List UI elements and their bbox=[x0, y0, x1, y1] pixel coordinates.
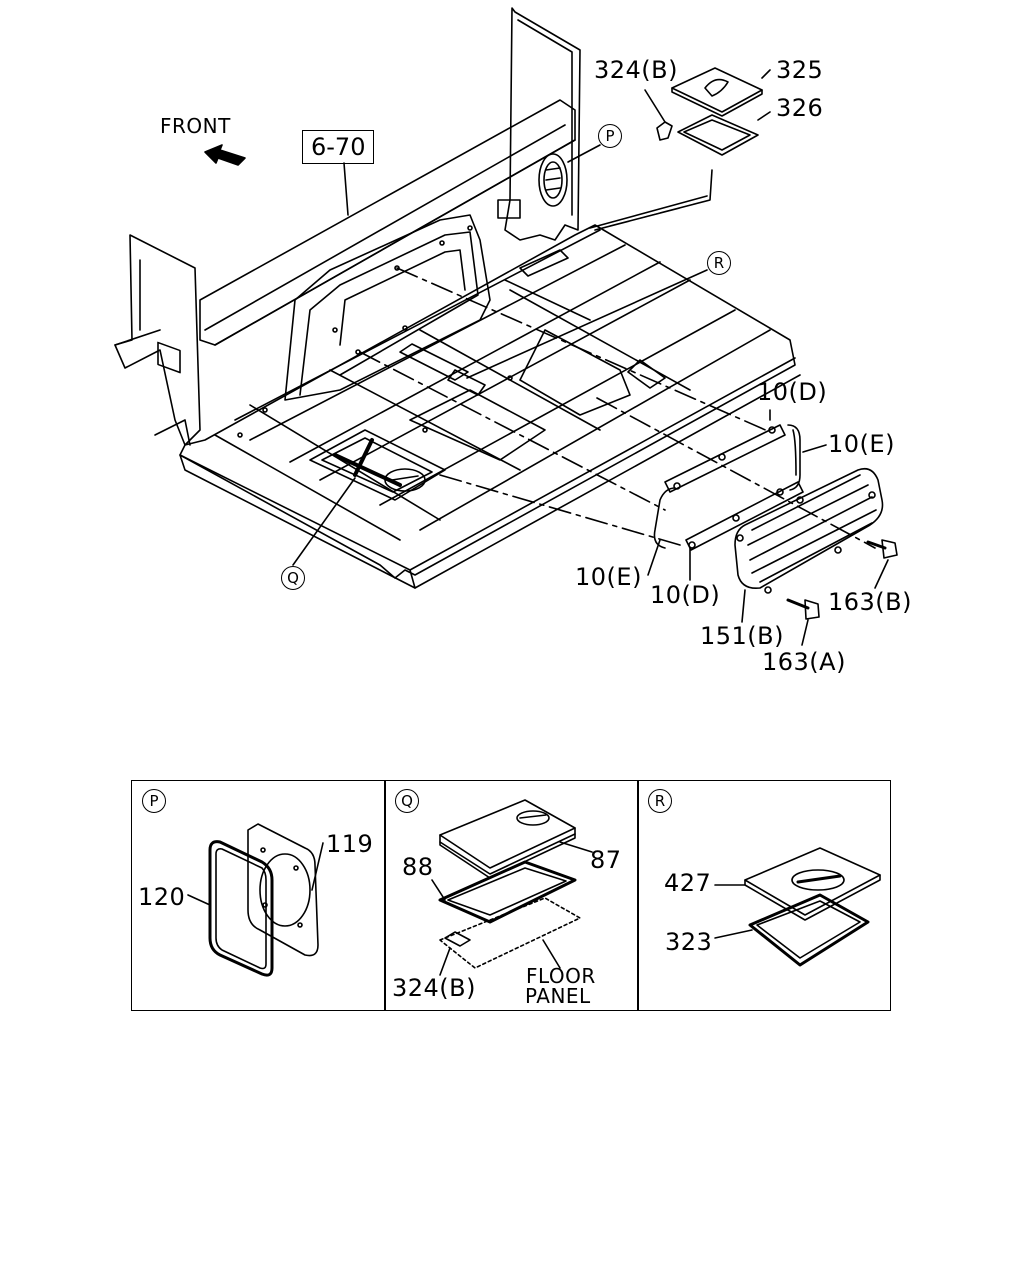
label-326: 326 bbox=[776, 94, 824, 122]
label-163a: 163(A) bbox=[762, 648, 846, 676]
callout-p: P bbox=[598, 124, 622, 148]
label-119: 119 bbox=[326, 830, 374, 858]
front-label: FRONT bbox=[160, 114, 231, 138]
label-10e-bottom: 10(E) bbox=[575, 563, 642, 591]
label-163b: 163(B) bbox=[828, 588, 912, 616]
detail-q-drawing bbox=[431, 799, 593, 976]
label-325: 325 bbox=[776, 56, 824, 84]
detail-panel-r: R bbox=[637, 780, 891, 1011]
callout-q: Q bbox=[281, 566, 305, 590]
detail-p-key: P bbox=[142, 789, 166, 813]
leader-6-70 bbox=[343, 162, 349, 216]
detail-panel-p: P bbox=[131, 780, 386, 1011]
label-87: 87 bbox=[590, 846, 622, 874]
label-151b: 151(B) bbox=[700, 622, 784, 650]
trim-panel-group bbox=[647, 409, 898, 646]
callout-r: R bbox=[707, 251, 731, 275]
label-panel: PANEL bbox=[525, 984, 591, 1008]
detail-q-key: Q bbox=[395, 789, 419, 813]
label-120: 120 bbox=[138, 883, 186, 911]
label-323: 323 bbox=[665, 928, 713, 956]
label-88: 88 bbox=[402, 853, 434, 881]
label-floor: FLOOR bbox=[526, 964, 596, 988]
detail-r-drawing bbox=[714, 847, 881, 967]
front-arrow-icon bbox=[204, 144, 246, 166]
floor-assembly bbox=[114, 7, 801, 589]
label-10d-bottom: 10(D) bbox=[650, 581, 721, 609]
detail-panel-q: Q bbox=[384, 780, 639, 1011]
label-10e-top: 10(E) bbox=[828, 430, 895, 458]
label-10d-top: 10(D) bbox=[757, 378, 828, 406]
label-324b-detail: 324(B) bbox=[392, 974, 476, 1002]
part-group-325-326 bbox=[644, 67, 771, 156]
label-324b-top: 324(B) bbox=[594, 56, 678, 84]
detail-r-key: R bbox=[648, 789, 672, 813]
reference-box-6-70[interactable]: 6-70 bbox=[302, 130, 375, 164]
label-427: 427 bbox=[664, 869, 712, 897]
detail-p-drawing bbox=[187, 823, 324, 977]
